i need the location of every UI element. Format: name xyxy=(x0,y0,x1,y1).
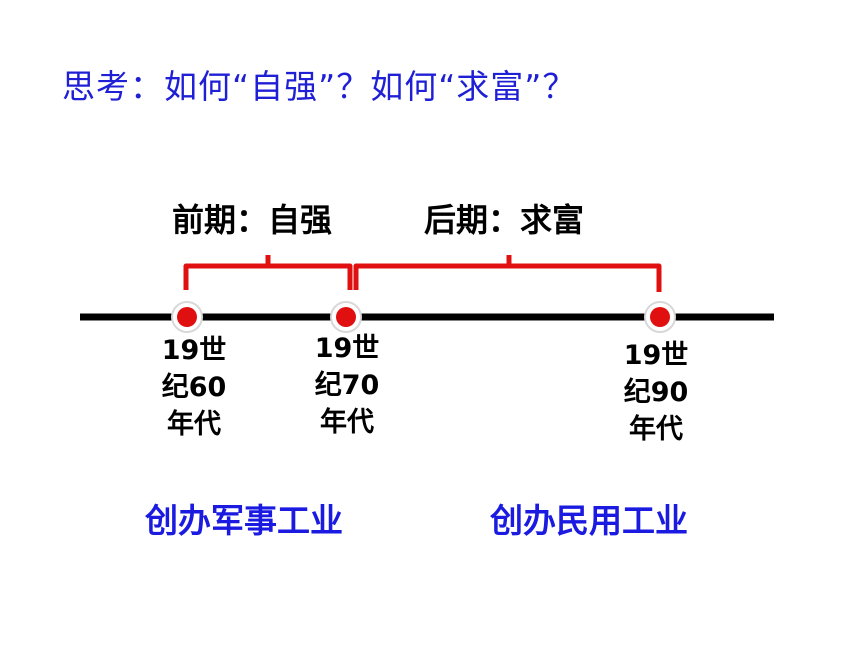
era-label-line: 19世 xyxy=(314,333,380,364)
bracket-early xyxy=(183,255,353,290)
phase-late-label: 后期：求富 xyxy=(424,201,585,239)
era-label-line: 年代 xyxy=(320,407,374,438)
industry-military-label: 创办军事工业 xyxy=(145,501,343,540)
phase-early-label: 前期：自强 xyxy=(172,201,333,239)
industry-civil-label: 创办民用工业 xyxy=(490,501,688,540)
era-label-line: 纪90 xyxy=(623,377,689,408)
era-label-line: 19世 xyxy=(161,335,227,366)
bracket-late xyxy=(353,255,662,292)
question-title: 思考：如何“自强”？如何“求富”？ xyxy=(62,67,577,106)
era-label-1890s: 19世 纪90 年代 xyxy=(601,337,711,448)
era-label-line: 年代 xyxy=(167,409,221,440)
timeline-dot-1860s xyxy=(171,301,203,333)
era-label-line: 19世 xyxy=(623,340,689,371)
era-label-line: 年代 xyxy=(629,414,683,445)
era-label-1860s: 19世 纪60 年代 xyxy=(139,332,249,443)
era-label-1870s: 19世 纪70 年代 xyxy=(292,330,402,441)
era-label-line: 纪70 xyxy=(314,370,380,401)
timeline-dot-1890s xyxy=(644,301,676,333)
era-label-line: 纪60 xyxy=(161,372,227,403)
timeline-dot-1870s xyxy=(330,301,362,333)
